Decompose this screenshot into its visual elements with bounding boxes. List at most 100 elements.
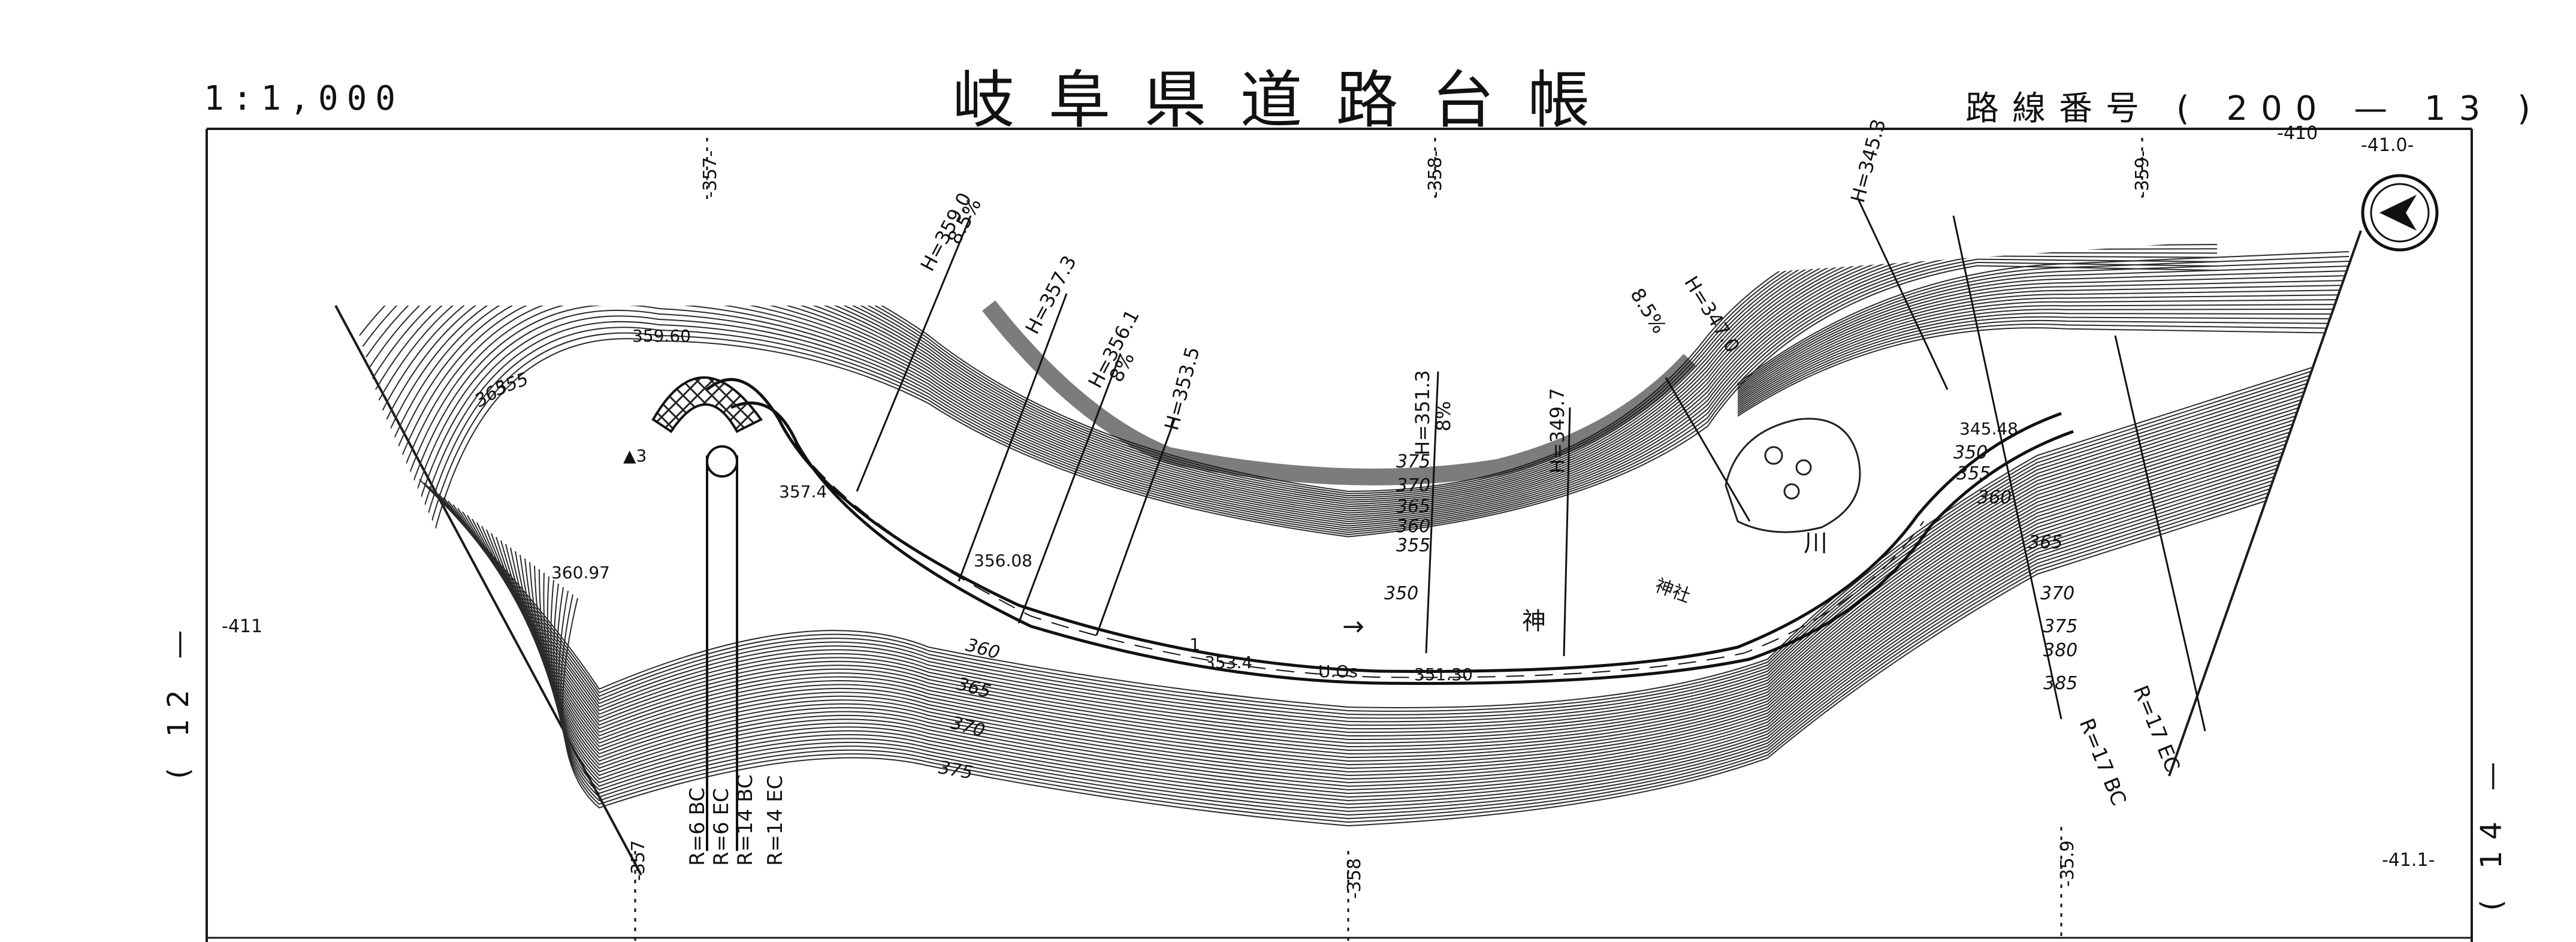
- contour-line: [560, 474, 2338, 823]
- contour-line: [443, 377, 2338, 726]
- route-open: (: [2176, 89, 2203, 128]
- contour-label-355-left: 355: [492, 369, 531, 400]
- contour-line: [539, 449, 2338, 798]
- contour-line: [543, 452, 2338, 802]
- contour-label-355-right: 355: [1956, 463, 1991, 484]
- profile-callouts: [856, 197, 2206, 732]
- contour-label-360-right: 360: [1977, 487, 2012, 508]
- contour-line: [1737, 316, 2349, 411]
- grid-label-357-top: -357-: [700, 150, 721, 198]
- contour-label-380-right: 380: [2043, 640, 2077, 661]
- spot-height-357-4: 357.4: [779, 482, 827, 502]
- contour-line: [1737, 299, 2349, 403]
- contour-line: [1737, 261, 2349, 388]
- contour-line: [562, 478, 2338, 827]
- scale-label: 1:1,000: [204, 79, 404, 118]
- escarpment: [982, 300, 1696, 485]
- contour-line: [486, 409, 2338, 759]
- contour-label-360: 360: [964, 635, 1002, 664]
- curve-r17-bc: R=17 BC: [2074, 715, 2131, 809]
- contour-line: [515, 431, 2338, 780]
- contour-line: [546, 456, 2338, 805]
- contour-label-375-top: 375: [1396, 451, 1430, 472]
- contour-line: [424, 261, 2218, 552]
- grid-label-41-0: -41.0-: [2361, 135, 2414, 156]
- kawa-label: 川: [1804, 530, 1828, 557]
- ditch-label: U.Os: [1318, 662, 1358, 681]
- contour-label-355-top: 355: [1396, 535, 1430, 556]
- contour-lines: [359, 231, 2349, 827]
- contour-line: [510, 427, 2338, 777]
- contour-label-360-top: 360: [1396, 516, 1430, 537]
- contour-label-365: 365: [955, 674, 993, 703]
- contour-label-365-top: 365: [1396, 496, 1430, 517]
- contour-line: [420, 258, 2218, 541]
- contour-line: [428, 366, 2338, 715]
- grid-label-357-bottom: -357: [628, 840, 649, 881]
- grid-label-359-top: -359-: [2132, 150, 2153, 198]
- contour-label-370-right: 370: [2040, 583, 2074, 604]
- contour-line: [1737, 309, 2349, 407]
- contour-line: [385, 231, 2218, 509]
- tunnel-portal: [651, 376, 763, 851]
- curve-r17-ec: R=17 EC: [2128, 682, 2185, 775]
- curve-r6-ec: R=6 EC: [709, 788, 733, 866]
- contour-line: [375, 231, 2218, 503]
- contour-line: [524, 438, 2338, 787]
- sheet-prev: ( 12 —: [162, 620, 195, 779]
- river: [1725, 418, 1861, 533]
- contour-label-375: 375: [937, 757, 974, 783]
- contour-line: [476, 402, 2338, 751]
- contour-line: [550, 460, 2338, 809]
- route-num-1: 200: [2226, 89, 2330, 128]
- contour-line: [491, 413, 2338, 762]
- route-label: 路線番号: [1965, 89, 2152, 128]
- contour-line: [427, 265, 2218, 563]
- contour-line: [467, 395, 2338, 744]
- grid-label-411-left: -411: [222, 616, 262, 637]
- profile-h-353-5: H=353.5: [1160, 345, 1204, 433]
- grid-label-410: -410: [2277, 123, 2318, 144]
- contour-line: [417, 255, 2218, 531]
- contour-line: [1737, 285, 2349, 398]
- spot-height-351-30: 351.30: [1414, 665, 1473, 684]
- contour-line: [1737, 270, 2349, 392]
- contour-label-350-top: 350: [1384, 583, 1418, 604]
- road: [706, 378, 2074, 685]
- shrine-label: 神社: [1652, 575, 1693, 607]
- spot-height-356-08: 356.08: [974, 551, 1032, 570]
- profile-h-351-3: H=351.3: [1411, 370, 1434, 455]
- sheet-prev-label: ( 12 —: [162, 619, 195, 779]
- contour-line: [553, 463, 2338, 813]
- route-dash: —: [2354, 89, 2401, 128]
- contour-line: [452, 384, 2338, 733]
- contour-label-350-right: 350: [1953, 442, 1988, 463]
- contour-line: [448, 381, 2338, 730]
- contour-label-385-right: 385: [2043, 673, 2077, 694]
- contour-line: [457, 388, 2338, 737]
- contour-line: [505, 424, 2338, 773]
- spot-height-345-48: 345.48: [1959, 419, 2018, 439]
- contour-line: [424, 363, 2338, 712]
- spot-height-360-97: 360.97: [551, 563, 610, 582]
- contour-line: [529, 442, 2338, 791]
- contour-line: [378, 231, 2218, 505]
- contour-line: [1737, 256, 2349, 386]
- contour-line: [1737, 304, 2349, 406]
- route-number: 路線番号 ( 200 — 13 ): [1965, 81, 2544, 130]
- triangulation-point: ▲3: [623, 446, 647, 466]
- contour-line: [1737, 265, 2349, 390]
- spot-height-359-60: 359.60: [632, 326, 691, 346]
- contour-line: [472, 398, 2338, 748]
- contour-line: [381, 231, 2218, 508]
- contour-label-365-right: 365: [2028, 532, 2062, 553]
- sheet-next: ( 14 —: [2475, 751, 2508, 911]
- contour-line: [1737, 319, 2349, 413]
- contour-label-375-right: 375: [2043, 616, 2077, 637]
- contour-line: [1737, 312, 2349, 409]
- contour-line: [1737, 275, 2349, 394]
- contour-line: [462, 391, 2338, 741]
- contour-line: [534, 445, 2338, 795]
- curve-r6-bc: R=6 BC: [685, 787, 709, 866]
